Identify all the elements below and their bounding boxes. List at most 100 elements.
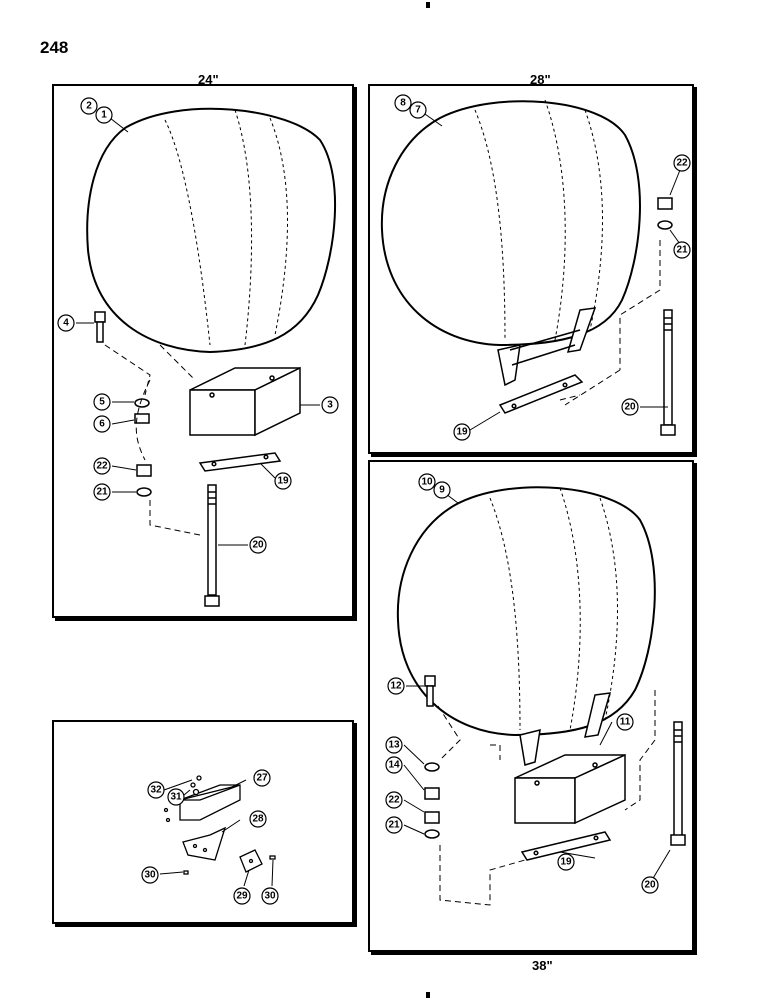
ref-19-c: 19 bbox=[557, 853, 575, 871]
ref-21-c: 21 bbox=[385, 816, 403, 834]
bracket-38 bbox=[519, 692, 612, 766]
svg-text:27: 27 bbox=[256, 773, 268, 784]
svg-text:8: 8 bbox=[400, 98, 406, 109]
ref-22-b: 22 bbox=[673, 154, 691, 172]
callouts-38: 10 9 12 11 13 14 22 21 19 20 bbox=[385, 473, 659, 894]
ref-19: 19 bbox=[274, 472, 292, 490]
plate-24 bbox=[198, 452, 282, 472]
plate-28 bbox=[498, 374, 584, 414]
ref-5: 5 bbox=[93, 393, 111, 411]
plate-38 bbox=[520, 831, 612, 861]
svg-text:21: 21 bbox=[388, 820, 400, 831]
ref-21-b: 21 bbox=[673, 241, 691, 259]
bolt-38 bbox=[424, 675, 436, 707]
ref-3: 3 bbox=[321, 396, 339, 414]
leaders-24 bbox=[76, 117, 320, 546]
ref-20-b: 20 bbox=[621, 398, 639, 416]
block-24 bbox=[189, 366, 301, 437]
ref-22: 22 bbox=[93, 457, 111, 475]
rod-28 bbox=[660, 309, 676, 436]
rod-38 bbox=[670, 721, 686, 846]
svg-text:10: 10 bbox=[421, 477, 433, 488]
top-marker bbox=[426, 2, 430, 8]
ref-29: 29 bbox=[233, 887, 251, 905]
leaders-mount bbox=[159, 779, 274, 887]
svg-text:13: 13 bbox=[388, 740, 400, 751]
svg-text:9: 9 bbox=[439, 485, 445, 496]
bolt-24 bbox=[94, 311, 106, 343]
ref-31: 31 bbox=[167, 788, 185, 806]
ref-11: 11 bbox=[616, 713, 634, 731]
svg-text:20: 20 bbox=[624, 402, 636, 413]
ref-20: 20 bbox=[249, 536, 267, 554]
ref-30-b: 30 bbox=[261, 887, 279, 905]
svg-text:1: 1 bbox=[101, 110, 107, 121]
svg-text:6: 6 bbox=[99, 419, 105, 430]
ref-2: 2 bbox=[80, 97, 98, 115]
ref-21: 21 bbox=[93, 483, 111, 501]
ref-10: 10 bbox=[418, 473, 436, 491]
ref-6: 6 bbox=[93, 415, 111, 433]
seat-24 bbox=[86, 107, 337, 354]
svg-text:14: 14 bbox=[388, 760, 400, 771]
nuts-28 bbox=[657, 197, 673, 230]
ref-9: 9 bbox=[433, 481, 451, 499]
nuts-24 bbox=[134, 398, 152, 497]
ref-30: 30 bbox=[141, 866, 159, 884]
svg-text:29: 29 bbox=[236, 891, 248, 902]
seat-28 bbox=[380, 99, 641, 347]
svg-text:30: 30 bbox=[264, 891, 276, 902]
bracket-28 bbox=[497, 307, 597, 387]
svg-text:19: 19 bbox=[456, 427, 468, 438]
svg-text:19: 19 bbox=[560, 857, 572, 868]
svg-text:4: 4 bbox=[63, 318, 69, 329]
ref-4: 4 bbox=[57, 314, 75, 332]
seat-38 bbox=[396, 486, 656, 737]
ref-20-c: 20 bbox=[641, 876, 659, 894]
ref-14: 14 bbox=[385, 756, 403, 774]
svg-text:20: 20 bbox=[252, 540, 264, 551]
svg-text:21: 21 bbox=[96, 487, 108, 498]
section-label-38: 38" bbox=[532, 958, 553, 973]
svg-text:20: 20 bbox=[644, 880, 656, 891]
panel-38-inch bbox=[368, 460, 694, 952]
leaders-38 bbox=[403, 487, 671, 881]
section-label-24: 24" bbox=[198, 72, 219, 87]
ref-7: 7 bbox=[409, 101, 427, 119]
page-number: 248 bbox=[40, 38, 69, 57]
svg-text:19: 19 bbox=[277, 476, 289, 487]
ref-13: 13 bbox=[385, 736, 403, 754]
callouts-28: 8 7 22 21 19 20 bbox=[394, 94, 691, 441]
svg-text:22: 22 bbox=[388, 795, 400, 806]
svg-text:32: 32 bbox=[150, 785, 162, 796]
svg-text:3: 3 bbox=[327, 400, 333, 411]
callouts-24: 2 1 4 5 6 3 22 21 19 20 bbox=[57, 97, 339, 554]
rod-24 bbox=[204, 484, 220, 607]
section-label-28: 28" bbox=[530, 72, 551, 87]
ref-12: 12 bbox=[387, 677, 405, 695]
svg-text:31: 31 bbox=[170, 792, 182, 803]
guides-28 bbox=[559, 240, 661, 406]
svg-text:22: 22 bbox=[96, 461, 108, 472]
block-38 bbox=[514, 753, 626, 825]
callouts-mount: 32 31 27 28 30 29 30 bbox=[141, 769, 279, 905]
mount-parts bbox=[163, 775, 276, 875]
svg-text:28: 28 bbox=[252, 814, 264, 825]
ref-27: 27 bbox=[253, 769, 271, 787]
ref-32: 32 bbox=[147, 781, 165, 799]
svg-text:5: 5 bbox=[99, 397, 105, 408]
ref-8: 8 bbox=[394, 94, 412, 112]
svg-text:11: 11 bbox=[620, 717, 631, 728]
ref-19-b: 19 bbox=[453, 423, 471, 441]
leaders-28 bbox=[421, 111, 681, 431]
guides-24 bbox=[104, 344, 201, 536]
svg-text:30: 30 bbox=[144, 870, 156, 881]
ref-28: 28 bbox=[249, 810, 267, 828]
ref-22-c: 22 bbox=[385, 791, 403, 809]
ref-1: 1 bbox=[95, 106, 113, 124]
svg-text:7: 7 bbox=[415, 105, 421, 116]
panel-mount-bracket bbox=[52, 720, 354, 924]
nuts-38 bbox=[424, 762, 440, 839]
svg-text:22: 22 bbox=[676, 158, 688, 169]
